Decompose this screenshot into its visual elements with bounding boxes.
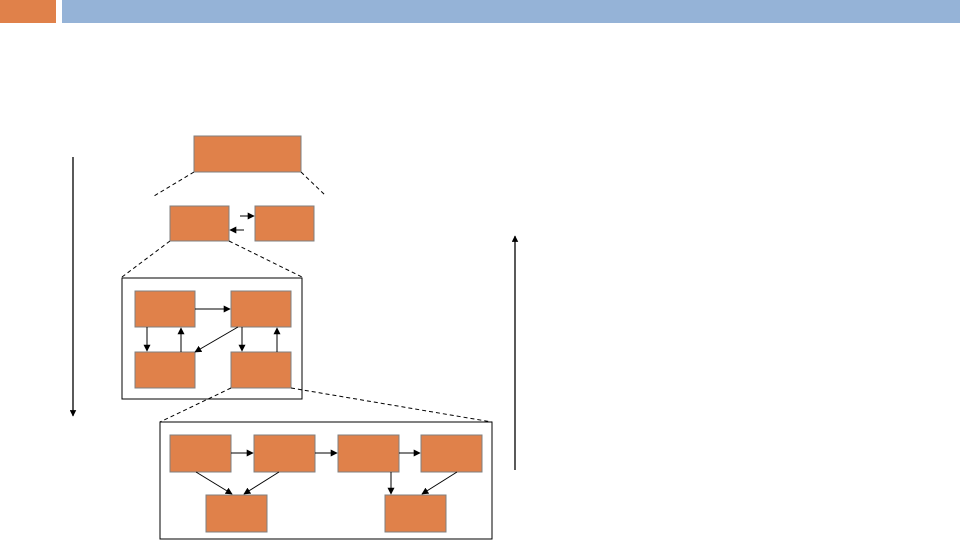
level-3-box-2 <box>253 434 316 473</box>
level-3-box-3 <box>337 434 400 473</box>
level-3-box-1 <box>169 434 232 473</box>
zoom-line-l1-right <box>228 240 303 278</box>
level-1-box-a <box>169 205 230 242</box>
header-accent-block <box>0 0 56 23</box>
level-3-box-4 <box>420 434 483 473</box>
level-1-box-b <box>254 205 315 242</box>
level-0-box <box>193 135 302 173</box>
level-2-box-tl <box>134 290 196 328</box>
level-2-box-br <box>230 351 292 389</box>
zoom-line-l0-left <box>153 171 195 197</box>
zoom-line-l2-right <box>290 387 493 423</box>
level-3-frame <box>159 421 493 540</box>
level-2-box-bl <box>134 351 196 389</box>
level-3-box-6 <box>384 494 447 533</box>
level-2-box-tr <box>230 290 292 328</box>
slide-header-bar <box>0 0 960 23</box>
l3-arrow-4-to-6 <box>421 471 458 495</box>
level-2-frame <box>121 277 303 400</box>
l3-arrow-1-to-5 <box>195 471 233 495</box>
l2-arrow-tr-to-bl <box>194 326 239 353</box>
header-title-strip <box>62 0 960 23</box>
zoom-line-l2-left <box>159 387 232 423</box>
level-3-box-5 <box>205 494 268 533</box>
l3-arrow-2-to-5 <box>243 471 280 495</box>
zoom-line-l0-right <box>300 171 327 197</box>
zoom-line-l1-left <box>121 240 171 278</box>
